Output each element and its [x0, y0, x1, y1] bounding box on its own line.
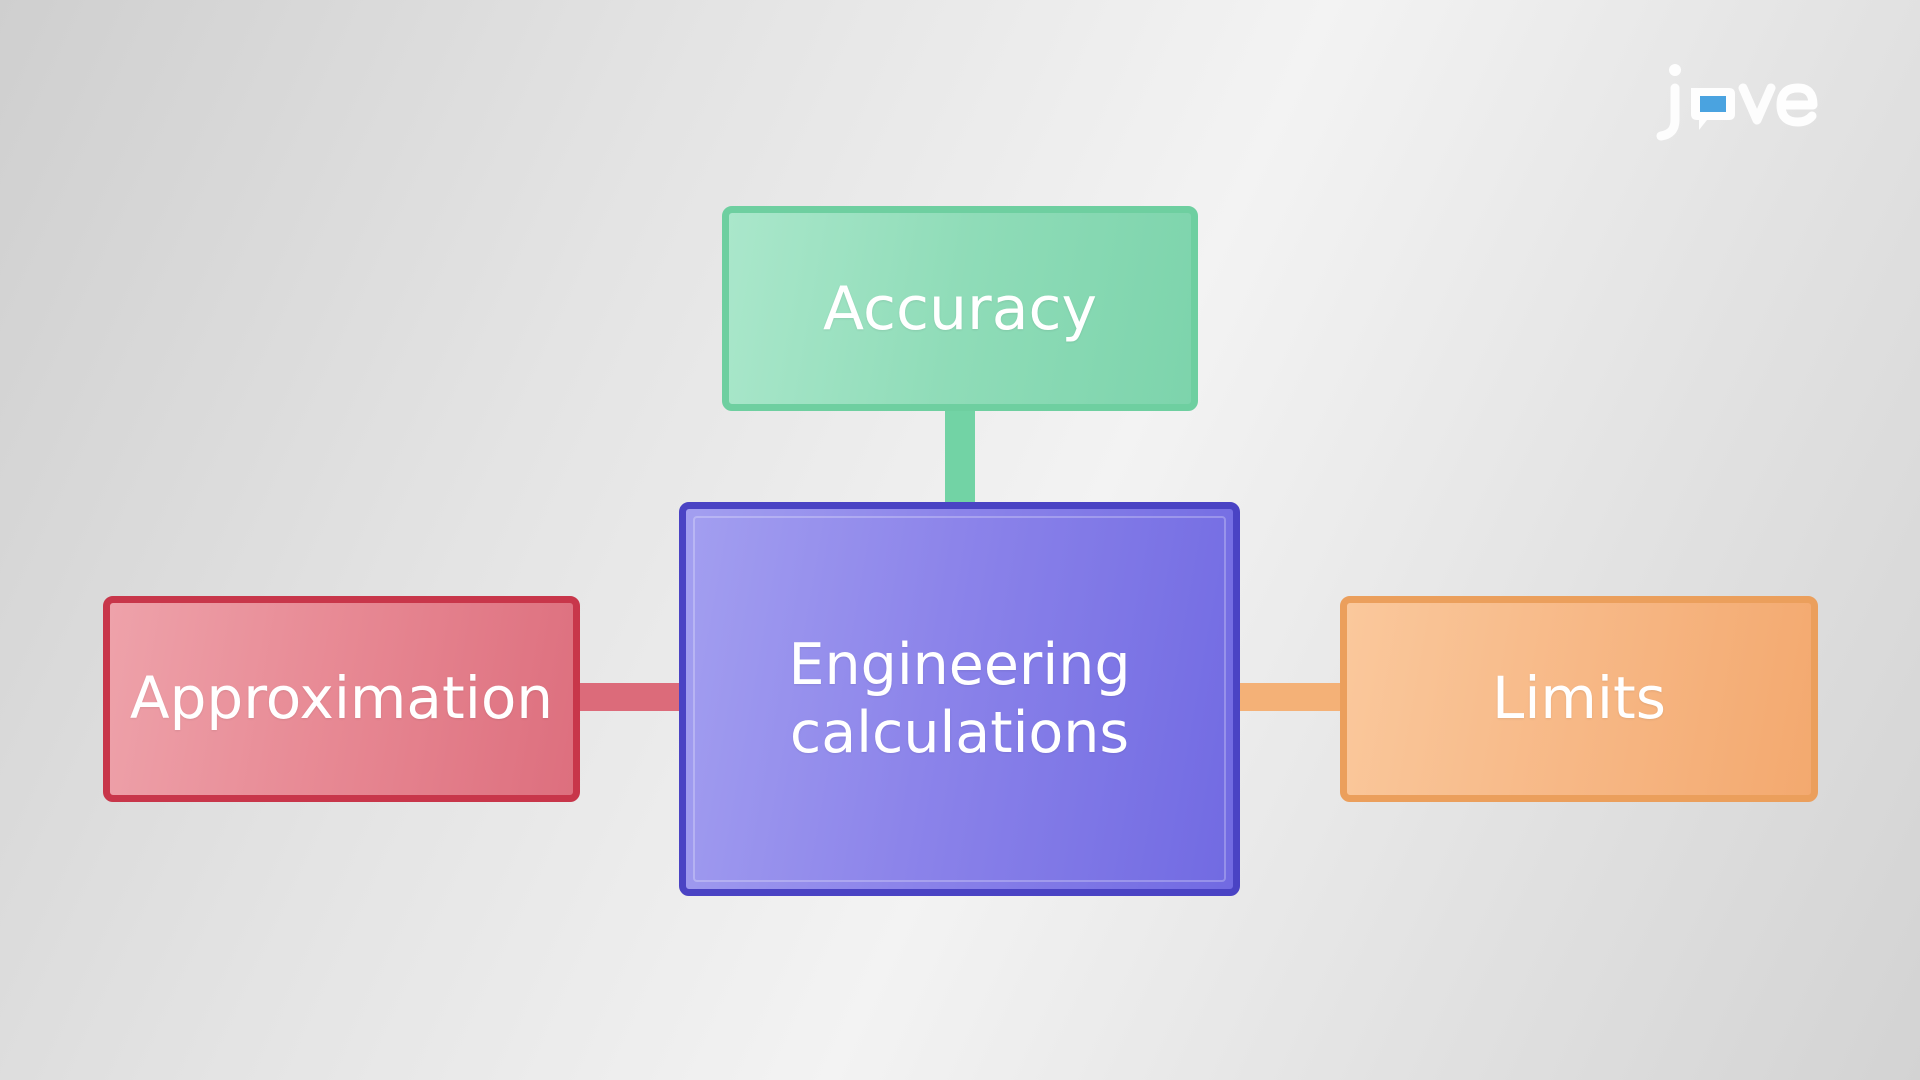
- jove-logo-icon: [1655, 58, 1825, 148]
- node-center-label: Engineering calculations: [789, 631, 1131, 768]
- node-approximation-label: Approximation: [129, 664, 554, 733]
- node-center-label-line2: calculations: [789, 700, 1130, 766]
- node-accuracy: Accuracy: [722, 206, 1198, 411]
- node-accuracy-label: Accuracy: [823, 273, 1097, 344]
- node-limits: Limits: [1340, 596, 1818, 802]
- connector-right: [1238, 683, 1342, 711]
- connector-top: [945, 408, 975, 504]
- node-center-label-line1: Engineering: [788, 631, 1131, 698]
- connector-left: [578, 683, 682, 711]
- node-engineering-calculations: Engineering calculations: [679, 502, 1240, 896]
- node-approximation: Approximation: [103, 596, 580, 802]
- node-limits-label: Limits: [1492, 664, 1666, 733]
